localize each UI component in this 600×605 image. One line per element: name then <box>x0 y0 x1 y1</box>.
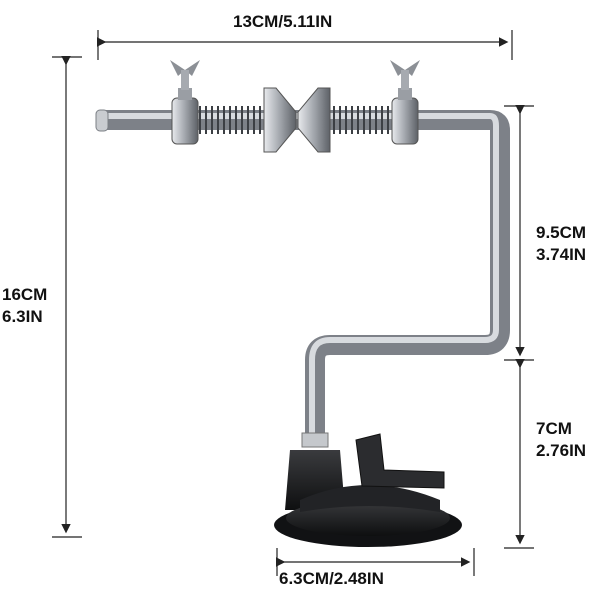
total-height-cm: 16CM <box>2 285 48 304</box>
total-height-in: 6.3IN <box>2 307 43 326</box>
suction-base <box>274 432 462 547</box>
top-width-text: 13CM/5.11IN <box>233 12 333 31</box>
upper-height-cm: 9.5CM <box>536 223 587 242</box>
left-spring <box>199 106 261 134</box>
left-collar <box>170 60 200 145</box>
lower-height-in: 2.76IN <box>536 441 587 460</box>
lower-height-cm: 7CM <box>536 419 572 438</box>
upper-height-in: 3.74IN <box>536 245 587 264</box>
suction-lever <box>355 433 445 489</box>
bent-rod <box>95 109 510 440</box>
top-width-label: 13CM/5.11IN <box>233 11 332 33</box>
spool-cones <box>263 87 331 153</box>
upper-height-label: 9.5CM 3.74IN <box>536 222 586 266</box>
right-collar <box>390 60 420 145</box>
base-width-label: 6.3CM/2.48IN <box>279 568 384 590</box>
right-spring <box>333 106 389 134</box>
total-height-label: 16CM 6.3IN <box>2 284 47 328</box>
dimension-lines <box>52 30 534 576</box>
lower-height-label: 7CM 2.76IN <box>536 418 586 462</box>
base-width-text: 6.3CM/2.48IN <box>279 569 384 588</box>
